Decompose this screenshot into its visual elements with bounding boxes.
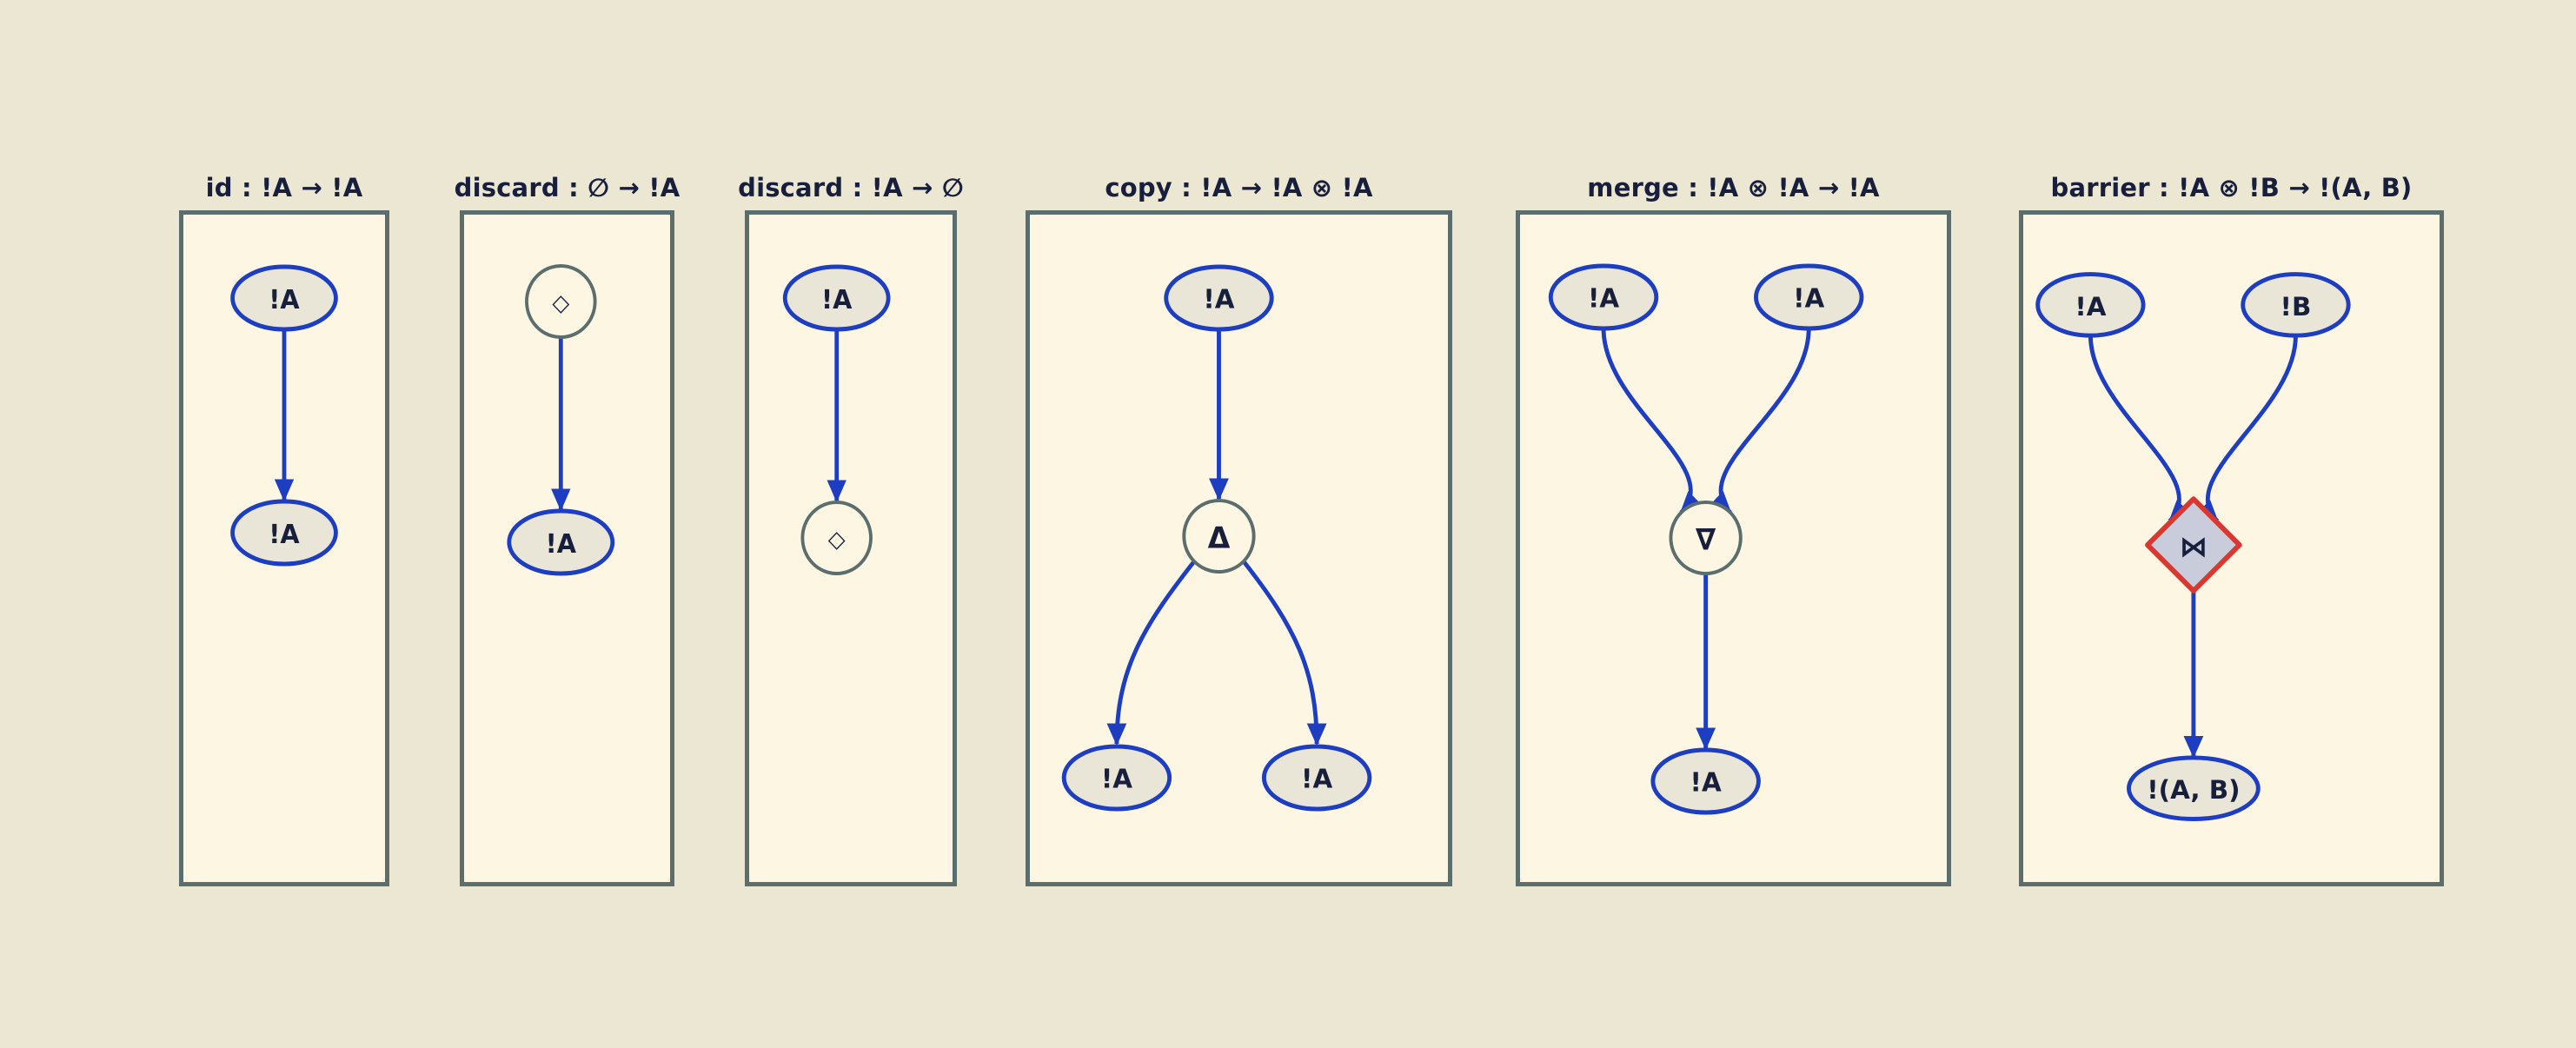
node-label: !A (1301, 764, 1332, 794)
wire-node: !A (1754, 263, 1864, 331)
node-label: ◇ (828, 526, 846, 554)
wire-node: !A (1061, 744, 1172, 812)
node-label: !A (269, 520, 300, 550)
node-label: !A (1690, 767, 1722, 798)
panel-frame: ◇ !A (460, 210, 674, 886)
node-label: !B (2281, 292, 2312, 322)
wire-node: !(A, B) (2127, 755, 2261, 821)
node-label: ∇ (1696, 522, 1716, 556)
merge-op-node: ∇ (1669, 501, 1743, 575)
arrow-edge (2195, 335, 2298, 523)
node-label: !(A, B) (2147, 775, 2240, 805)
node-label: !A (269, 285, 300, 315)
unit-op-node: ◇ (525, 264, 597, 339)
panel-frame: !A ◇ (745, 210, 957, 886)
node-label: ⋈ (2180, 530, 2208, 563)
wire-node: !A (1650, 747, 1761, 815)
panel-title: barrier : !A ⊗ !B → !(A, B) (2050, 173, 2413, 202)
panel-canvas: !A !B ⋈ !(A, B) (2035, 272, 2351, 821)
wire-node: !A (1548, 263, 1659, 331)
arrow-edge (1601, 328, 1703, 514)
node-label: !A (1588, 283, 1619, 314)
panel-frame: !A Δ !A !A (1026, 210, 1452, 886)
panel-canvas: !A !A ∇ !A (1548, 263, 1864, 815)
diagram-panel: copy : !A → !A ⊗ !A !A Δ !A !A (1026, 170, 1452, 886)
diagram-panel: discard : ∅ → !A ◇ !A (454, 170, 681, 886)
panel-canvas: !A Δ !A !A (1061, 264, 1372, 812)
wire-node: !B (2241, 272, 2351, 338)
node-label: !A (2075, 292, 2106, 322)
wire-node: !A (507, 508, 615, 576)
arrow-edge (2088, 335, 2191, 523)
wire-node: !A (230, 499, 338, 567)
panel-title: discard : !A → ∅ (738, 173, 964, 202)
wire-node: !A (1164, 264, 1274, 332)
panel-title: merge : !A ⊗ !A → !A (1587, 173, 1880, 202)
panel-title: copy : !A → !A ⊗ !A (1105, 173, 1373, 202)
panel-title: id : !A → !A (205, 173, 363, 202)
arrow-edge (1709, 328, 1811, 514)
barrier-op-node: ⋈ (2145, 496, 2242, 594)
diagram-panel: id : !A → !A !A !A (179, 170, 389, 886)
wire-node: !A (1261, 744, 1372, 812)
panel-frame: !A !B ⋈ !(A, B) (2019, 210, 2444, 886)
wire-node: !A (230, 264, 338, 332)
panel-title: discard : ∅ → !A (454, 173, 681, 202)
diagram-panel: barrier : !A ⊗ !B → !(A, B) !A !B ⋈ !(A, B) (2019, 170, 2444, 886)
panel-canvas: !A !A (230, 264, 338, 567)
panel-frame: !A !A (179, 210, 389, 886)
node-label: !A (1203, 284, 1234, 315)
panel-frame: !A !A ∇ !A (1516, 210, 1951, 886)
node-label: !A (1793, 283, 1824, 314)
diagram-panel: discard : !A → ∅ !A ◇ (738, 170, 964, 886)
node-label: !A (1101, 764, 1132, 794)
unit-op-node: ◇ (800, 501, 873, 575)
diagram-panel: merge : !A ⊗ !A → !A !A !A ∇ !A (1516, 170, 1951, 886)
arrow-edge (1241, 560, 1327, 746)
copy-op-node: Δ (1182, 499, 1256, 574)
wire-node: !A (782, 264, 891, 332)
node-label: ◇ (552, 289, 570, 317)
node-label: !A (546, 529, 577, 560)
wire-node: !A (2035, 272, 2146, 338)
node-label: Δ (1208, 521, 1231, 554)
arrow-edge (1106, 560, 1196, 746)
panel-canvas: !A ◇ (782, 264, 891, 575)
node-label: !A (821, 285, 853, 315)
panel-canvas: ◇ !A (507, 264, 615, 576)
